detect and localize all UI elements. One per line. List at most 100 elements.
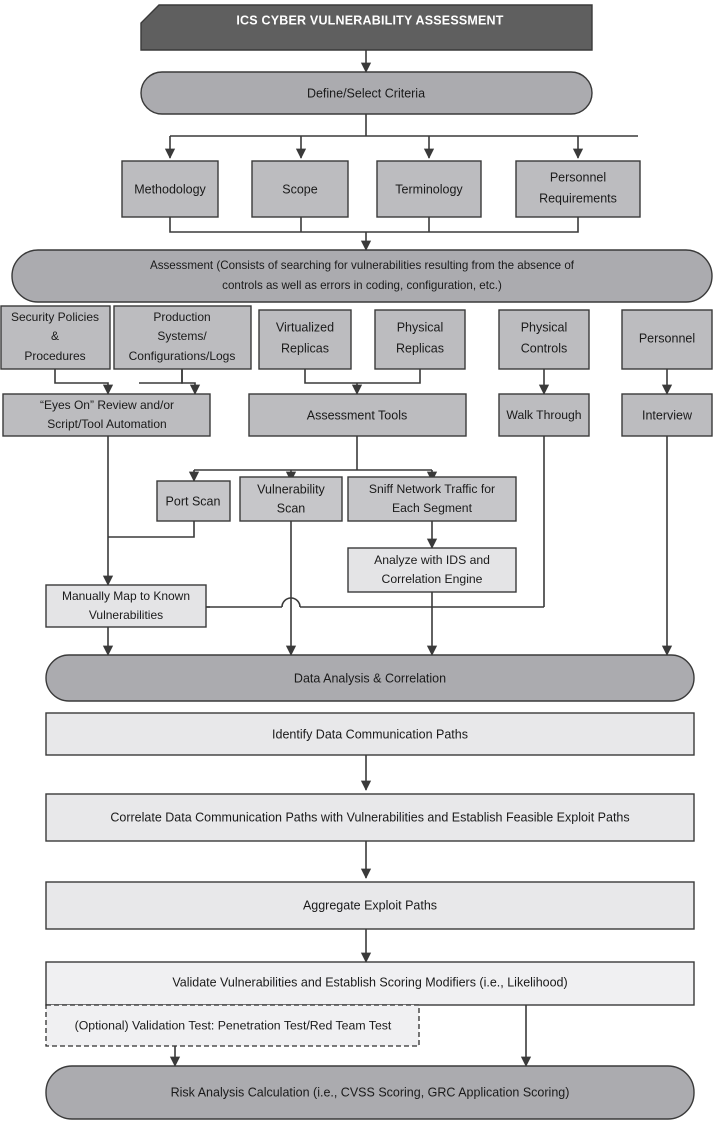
terminology-shape[interactable] — [376, 160, 482, 218]
node-layer: ICS CYBER VULNERABILITY ASSESSMENT Defin… — [0, 4, 713, 1120]
node-port-scan[interactable]: Port Scan — [156, 480, 231, 522]
assessment-band-line2: controls as well as errors in coding, co… — [222, 279, 502, 292]
risk-analysis-shape[interactable] — [45, 1065, 695, 1120]
personnel-requirements-line2: Requirements — [539, 191, 617, 205]
aggregate-paths-shape[interactable] — [45, 881, 695, 930]
node-title-banner: ICS CYBER VULNERABILITY ASSESSMENT — [140, 4, 593, 51]
walk-through-label: Walk Through — [506, 408, 581, 422]
node-identify-paths[interactable]: Identify Data Communication Paths — [45, 712, 695, 756]
walk-through-shape[interactable] — [498, 393, 590, 437]
vulnerability-scan-shape[interactable] — [239, 476, 343, 522]
methodology-shape[interactable] — [121, 160, 219, 218]
risk-analysis-label: Risk Analysis Calculation (i.e., CVSS Sc… — [171, 1085, 570, 1099]
virtualized-replicas-shape[interactable] — [258, 309, 352, 370]
node-aggregate-paths[interactable]: Aggregate Exploit Paths — [45, 881, 695, 930]
identify-paths-shape[interactable] — [45, 712, 695, 756]
node-validate-vulnerabilities[interactable]: Validate Vulnerabilities and Establish S… — [45, 961, 695, 1006]
node-risk-analysis[interactable]: Risk Analysis Calculation (i.e., CVSS Sc… — [45, 1065, 695, 1120]
scope-shape[interactable] — [251, 160, 349, 218]
assessment-tools-label: Assessment Tools — [307, 408, 408, 422]
node-methodology[interactable]: Methodology — [121, 160, 219, 218]
sniff-network-traffic-line2: Each Segment — [392, 501, 473, 515]
node-assessment-band[interactable]: Assessment (Consists of searching for vu… — [11, 249, 713, 303]
node-correlate-paths[interactable]: Correlate Data Communication Paths with … — [45, 793, 695, 842]
manually-map-line2: Vulnerabilities — [89, 608, 163, 622]
interview-label: Interview — [642, 408, 693, 422]
edge-feeder-hop-b — [281, 597, 301, 608]
node-personnel[interactable]: Personnel — [621, 309, 713, 370]
port-scan-shape[interactable] — [156, 480, 231, 522]
methodology-label: Methodology — [134, 182, 206, 196]
node-physical-replicas[interactable]: Physical Replicas — [374, 309, 466, 370]
analyze-with-ids-shape[interactable] — [347, 547, 517, 593]
edge-policies-to-eyeson — [54, 369, 114, 395]
node-define-criteria[interactable]: Define/Select Criteria — [140, 71, 593, 115]
vulnerability-scan-line1: Vulnerability — [257, 482, 325, 496]
node-security-policies[interactable]: Security Policies & Procedures — [0, 305, 111, 370]
port-scan-label: Port Scan — [166, 494, 221, 508]
assessment-tools-shape[interactable] — [248, 393, 467, 437]
aggregate-paths-label: Aggregate Exploit Paths — [303, 898, 437, 912]
node-physical-controls[interactable]: Physical Controls — [498, 309, 590, 370]
manually-map-shape[interactable] — [45, 584, 207, 628]
edge-production-bus-left — [139, 369, 183, 384]
correlate-paths-label: Correlate Data Communication Paths with … — [110, 810, 629, 824]
security-policies-line3: Procedures — [24, 349, 85, 363]
edge-boxes-to-assessment-bus — [169, 217, 579, 233]
production-systems-line1: Production — [153, 310, 210, 324]
eyes-on-review-shape[interactable] — [2, 393, 211, 437]
terminology-label: Terminology — [395, 182, 463, 196]
virtualized-replicas-line1: Virtualized — [276, 320, 334, 334]
node-eyes-on-review[interactable]: “Eyes On” Review and/or Script/Tool Auto… — [2, 393, 211, 437]
node-virtualized-replicas[interactable]: Virtualized Replicas — [258, 309, 352, 370]
personnel-shape[interactable] — [621, 309, 713, 370]
node-analyze-with-ids[interactable]: Analyze with IDS and Correlation Engine — [347, 547, 517, 593]
node-personnel-requirements[interactable]: Personnel Requirements — [515, 160, 641, 218]
node-scope[interactable]: Scope — [251, 160, 349, 218]
node-optional-validation-test[interactable]: (Optional) Validation Test: Penetration … — [45, 1004, 420, 1047]
personnel-requirements-shape[interactable] — [515, 160, 641, 218]
virtualized-replicas-line2: Replicas — [281, 341, 329, 355]
interview-shape[interactable] — [621, 393, 713, 437]
data-analysis-shape[interactable] — [45, 654, 695, 702]
identify-paths-label: Identify Data Communication Paths — [272, 727, 468, 741]
validate-vulnerabilities-label: Validate Vulnerabilities and Establish S… — [172, 975, 567, 989]
physical-controls-line1: Physical — [521, 320, 568, 334]
eyes-on-review-line2: Script/Tool Automation — [47, 417, 166, 431]
assessment-band-line1: Assessment (Consists of searching for vu… — [150, 259, 575, 272]
node-data-analysis[interactable]: Data Analysis & Correlation — [45, 654, 695, 702]
node-interview[interactable]: Interview — [621, 393, 713, 437]
scope-label: Scope — [282, 182, 317, 196]
optional-validation-test-shape[interactable] — [45, 1004, 420, 1047]
node-production-systems[interactable]: Production Systems/ Configurations/Logs — [113, 305, 252, 370]
define-criteria-shape[interactable] — [140, 71, 593, 115]
node-manually-map[interactable]: Manually Map to Known Vulnerabilities — [45, 584, 207, 628]
edge-replicas-bus — [304, 369, 421, 384]
production-systems-line3: Configurations/Logs — [129, 349, 236, 363]
physical-controls-line2: Controls — [521, 341, 568, 355]
node-assessment-tools[interactable]: Assessment Tools — [248, 393, 467, 437]
title-banner-shape — [140, 4, 593, 51]
security-policies-shape[interactable] — [0, 305, 111, 370]
production-systems-shape[interactable] — [113, 305, 252, 370]
eyes-on-review-line1: “Eyes On” Review and/or — [40, 398, 174, 412]
physical-replicas-shape[interactable] — [374, 309, 466, 370]
analyze-with-ids-line2: Correlation Engine — [382, 572, 483, 586]
node-terminology[interactable]: Terminology — [376, 160, 482, 218]
personnel-requirements-line1: Personnel — [550, 170, 606, 184]
manually-map-line1: Manually Map to Known — [62, 589, 190, 603]
correlate-paths-shape[interactable] — [45, 793, 695, 842]
node-walk-through[interactable]: Walk Through — [498, 393, 590, 437]
assessment-band-shape[interactable] — [11, 249, 713, 303]
physical-replicas-line2: Replicas — [396, 341, 444, 355]
sniff-network-traffic-line1: Sniff Network Traffic for — [369, 482, 495, 496]
node-sniff-network-traffic[interactable]: Sniff Network Traffic for Each Segment — [347, 476, 517, 522]
sniff-network-traffic-shape[interactable] — [347, 476, 517, 522]
node-vulnerability-scan[interactable]: Vulnerability Scan — [239, 476, 343, 522]
physical-replicas-line1: Physical — [397, 320, 444, 334]
analyze-with-ids-line1: Analyze with IDS and — [374, 553, 490, 567]
physical-controls-shape[interactable] — [498, 309, 590, 370]
production-systems-line2: Systems/ — [157, 329, 207, 343]
